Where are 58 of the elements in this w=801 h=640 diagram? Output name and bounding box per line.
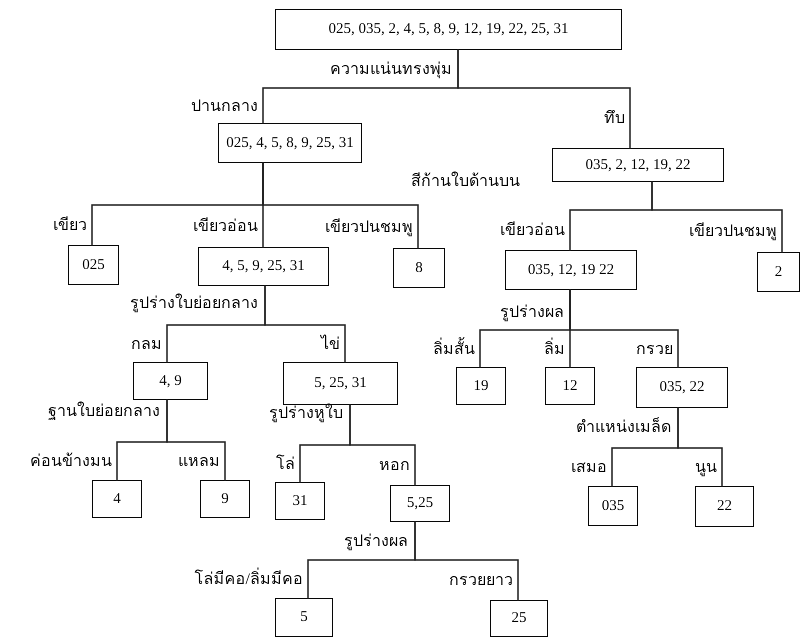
connector-line	[262, 163, 419, 248]
connector-line	[414, 522, 519, 600]
group-box: 035, 22	[636, 367, 728, 408]
edge-label: ลิ่มสั้น	[433, 340, 475, 360]
connector-line	[264, 286, 346, 362]
group-box: 25	[490, 600, 548, 637]
connector-line	[677, 408, 723, 486]
criterion-label: รูปร่างผล	[500, 303, 564, 323]
criterion-label: ตำแหน่งเมล็ด	[576, 418, 671, 438]
edge-label: ไข่	[321, 334, 340, 354]
edge-label: กรวยยาว	[449, 571, 513, 591]
edge-label: ทึบ	[604, 109, 625, 129]
edge-label: เสมอ	[571, 458, 607, 478]
group-box: 035, 2, 12, 19, 22	[552, 148, 724, 182]
group-box: 9	[200, 480, 250, 518]
edge-label: หอก	[379, 456, 410, 476]
edge-label: โล่	[276, 454, 295, 474]
connector-line	[457, 50, 631, 148]
group-box: 4, 9	[133, 362, 208, 400]
group-box: 5,25	[390, 485, 450, 522]
criterion-label: ความแน่นทรงพุ่ม	[330, 60, 452, 80]
criterion-label: รูปร่างใบย่อยกลาง	[130, 294, 258, 314]
group-box: 035, 12, 19 22	[505, 250, 637, 290]
edge-label: ค่อนข้างมน	[30, 452, 112, 472]
group-box: 5, 25, 31	[283, 362, 398, 405]
group-box: 4	[92, 480, 142, 518]
group-box: 19	[456, 367, 506, 405]
group-box: 12	[545, 367, 595, 405]
edge-label: เขียวปนชมพู	[689, 222, 777, 242]
criterion-label: ฐานใบย่อยกลาง	[48, 402, 160, 422]
edge-label: นูน	[695, 458, 717, 478]
criterion-label: รูปร่างผล	[344, 532, 408, 552]
edge-label: แหลม	[178, 452, 220, 472]
edge-label: กลม	[131, 334, 162, 354]
group-box: 5	[275, 598, 333, 637]
group-box: 22	[695, 486, 754, 527]
group-box: 31	[275, 482, 325, 520]
connector-line	[651, 182, 783, 252]
group-box: 2	[757, 252, 800, 292]
group-box: 025, 035, 2, 4, 5, 8, 9, 12, 19, 22, 25, 31	[275, 9, 622, 50]
criterion-label: สีก้านใบด้านบน	[411, 172, 520, 192]
edge-label: ลิ่ม	[544, 340, 565, 360]
group-box: 035	[588, 486, 638, 526]
edge-label: กรวย	[636, 340, 673, 360]
edge-label: เขียวอ่อน	[193, 217, 258, 237]
edge-label: เขียวอ่อน	[500, 221, 565, 241]
edge-label: โล่มีคอ/ลิ่มมีคอ	[194, 570, 303, 590]
edge-label: เขียว	[53, 216, 87, 236]
group-box: 4, 5, 9, 25, 31	[198, 247, 329, 286]
connector-line	[349, 405, 416, 485]
edge-label: เขียวปนชมพู	[325, 218, 413, 238]
group-box: 025, 4, 5, 8, 9, 25, 31	[218, 123, 362, 163]
group-box: 025	[68, 245, 119, 285]
group-box: 8	[393, 248, 445, 288]
connector-line	[166, 400, 226, 480]
criterion-label: รูปร่างหูใบ	[269, 404, 343, 424]
connector-line	[569, 290, 679, 367]
edge-label: ปานกลาง	[191, 96, 258, 116]
